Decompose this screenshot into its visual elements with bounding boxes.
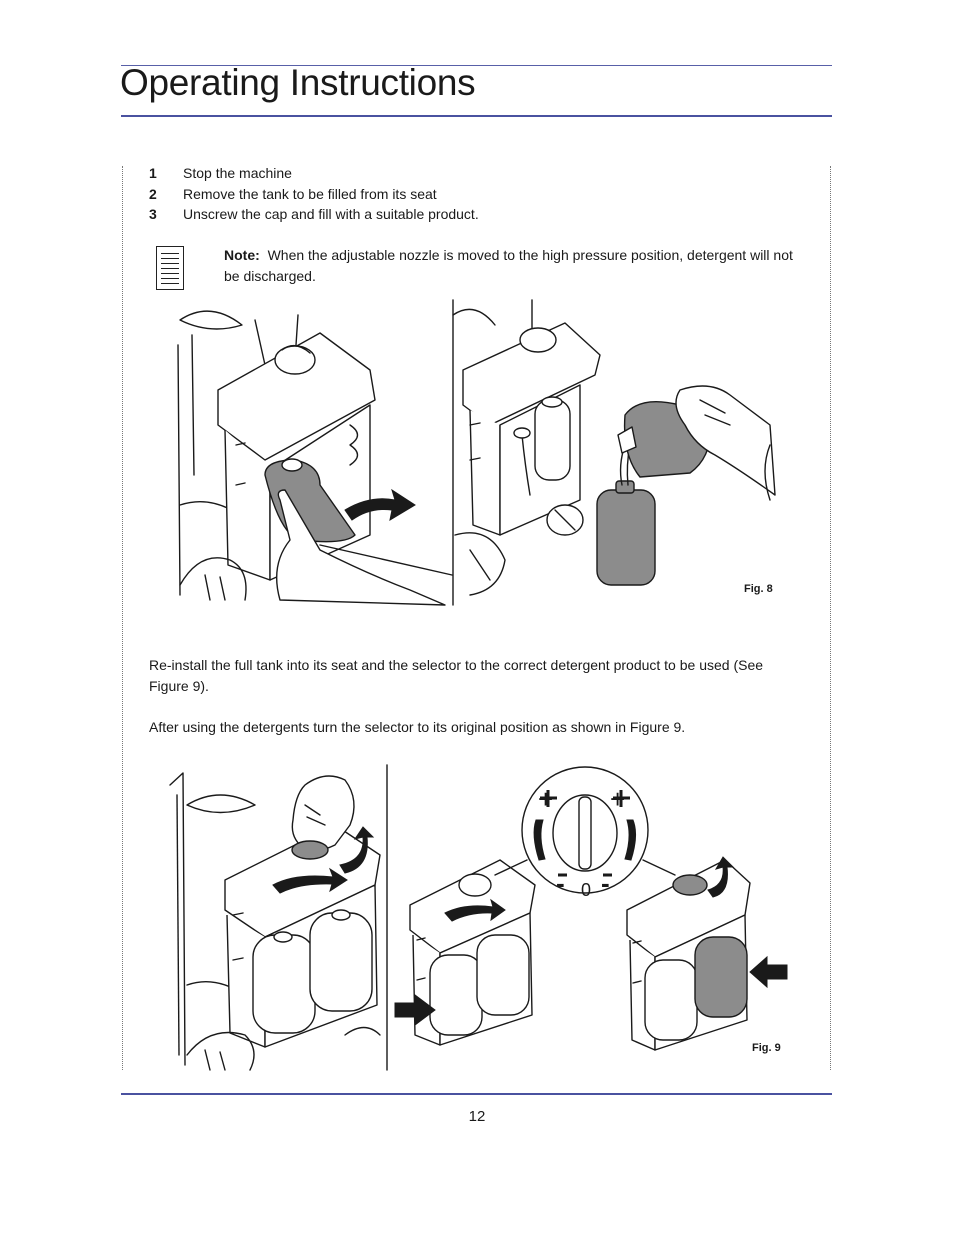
step-list: 1 Stop the machine 2 Remove the tank to … [149, 163, 479, 225]
step-item: 2 Remove the tank to be filled from its … [149, 184, 479, 205]
reinstall-paragraph: Re-install the full tank into its seat a… [149, 657, 764, 694]
selector-minus-left: - [556, 868, 565, 898]
selector-plus-right: + [610, 784, 626, 814]
header-bottom-rule [121, 115, 832, 117]
header-top-rule [121, 65, 832, 66]
step-item: 3 Unscrew the cap and fill with a suitab… [149, 204, 479, 225]
footer-rule [121, 1093, 832, 1095]
step-text: Unscrew the cap and fill with a suitable… [183, 206, 479, 222]
step-number: 1 [149, 165, 157, 181]
step-text: Remove the tank to be filled from its se… [183, 185, 437, 202]
note-icon [156, 246, 184, 290]
selector-minus-right: - [601, 868, 610, 898]
step-number: 2 [149, 185, 157, 202]
step-item: 1 Stop the machine [149, 163, 479, 184]
note-text: When the adjustable nozzle is moved to t… [224, 247, 793, 284]
right-dotted-margin [830, 166, 831, 1070]
figure-9-label: Fig. 9 [752, 1042, 781, 1054]
selector-plus-left: + [538, 784, 554, 814]
figure-8-label: Fig. 8 [744, 583, 773, 595]
note-block: Note: When the adjustable nozzle is move… [224, 245, 809, 287]
selector-zero: 0 [581, 880, 592, 900]
note-label: Note: [224, 247, 260, 263]
step-text: Stop the machine [183, 165, 292, 181]
step-number: 3 [149, 206, 157, 222]
page-number: 12 [468, 1108, 486, 1125]
figure-9-illustration [169, 764, 788, 1071]
page-title: Operating Instructions [120, 62, 476, 103]
after-use-paragraph: After using the detergents turn the sele… [149, 719, 686, 735]
left-dotted-margin [122, 166, 123, 1070]
figure-8-illustration [177, 299, 776, 606]
